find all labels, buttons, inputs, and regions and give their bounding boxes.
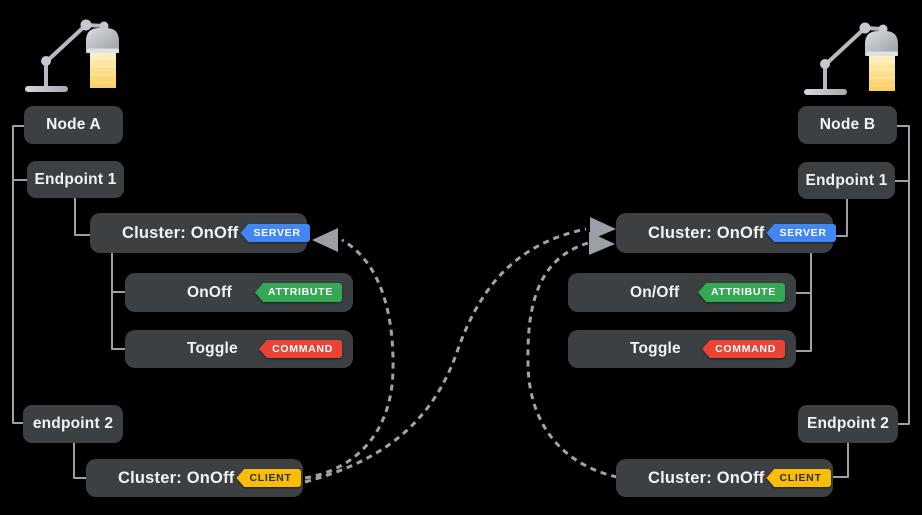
- node-b-endpoint-1-box: Endpoint 1: [798, 162, 895, 199]
- endpoint-1-label: Endpoint 1: [34, 170, 117, 188]
- node-a-box: Node A: [24, 106, 123, 144]
- command-badge: COMMAND: [267, 339, 342, 359]
- arrow-left-client-to-left-server: [304, 238, 395, 480]
- onoff-attribute-label: On/Off: [630, 283, 680, 301]
- client-badge: CLIENT: [244, 468, 301, 488]
- desk-lamp-icon: [23, 17, 121, 94]
- arrowheads: [312, 217, 616, 255]
- arrow-right-client-to-right-server: [526, 241, 618, 479]
- server-badge: SERVER: [248, 223, 310, 243]
- node-b-toggle-command-box: Toggle COMMAND: [568, 330, 796, 368]
- cluster-onoff-label: Cluster: OnOff: [648, 468, 765, 487]
- attribute-badge: ATTRIBUTE: [705, 283, 785, 302]
- arrowhead-right-server-top: [590, 217, 616, 240]
- toggle-command-label: Toggle: [630, 340, 681, 357]
- endpoint-1-label: Endpoint 1: [805, 171, 888, 189]
- endpoint-2-label: endpoint 2: [32, 415, 114, 432]
- binding-arrows: [304, 227, 618, 484]
- attribute-badge: ATTRIBUTE: [262, 283, 342, 302]
- server-badge: SERVER: [774, 223, 836, 243]
- cluster-onoff-label: Cluster: OnOff: [118, 468, 235, 487]
- node-a-onoff-attribute-box: OnOff ATTRIBUTE: [125, 273, 353, 312]
- arrowhead-left-server: [312, 228, 338, 252]
- arrowhead-right-server-bottom: [589, 232, 615, 255]
- node-a-cluster-onoff-client-box: Cluster: OnOff CLIENT: [86, 459, 303, 497]
- node-b-cluster-onoff-server-box: Cluster: OnOff SERVER: [616, 213, 836, 253]
- node-b-onoff-attribute-box: On/Off ATTRIBUTE: [568, 273, 796, 312]
- desk-lamp-icon: [802, 20, 900, 97]
- node-b-endpoint-2-box: Endpoint 2: [798, 405, 898, 443]
- cluster-onoff-label: Cluster: OnOff: [122, 223, 239, 242]
- command-badge: COMMAND: [710, 339, 785, 359]
- toggle-command-label: Toggle: [187, 340, 238, 357]
- arrow-left-client-to-right-server: [304, 227, 587, 484]
- node-a-cluster-onoff-server-box: Cluster: OnOff SERVER: [90, 213, 310, 253]
- node-a-toggle-command-box: Toggle COMMAND: [125, 330, 353, 368]
- node-a-endpoint-2-box: endpoint 2: [23, 405, 123, 443]
- client-badge: CLIENT: [774, 468, 831, 488]
- node-b-box: Node B: [798, 106, 897, 144]
- node-b-cluster-onoff-client-box: Cluster: OnOff CLIENT: [616, 459, 833, 497]
- cluster-onoff-label: Cluster: OnOff: [648, 223, 765, 242]
- endpoint-2-label: Endpoint 2: [806, 415, 890, 432]
- tree-connector-lines-right: [796, 125, 910, 478]
- node-a-label: Node A: [46, 116, 101, 133]
- onoff-attribute-label: OnOff: [187, 283, 232, 301]
- node-b-label: Node B: [819, 116, 876, 133]
- tree-connector-lines-left: [12, 125, 125, 479]
- node-a-endpoint-1-box: Endpoint 1: [27, 161, 124, 198]
